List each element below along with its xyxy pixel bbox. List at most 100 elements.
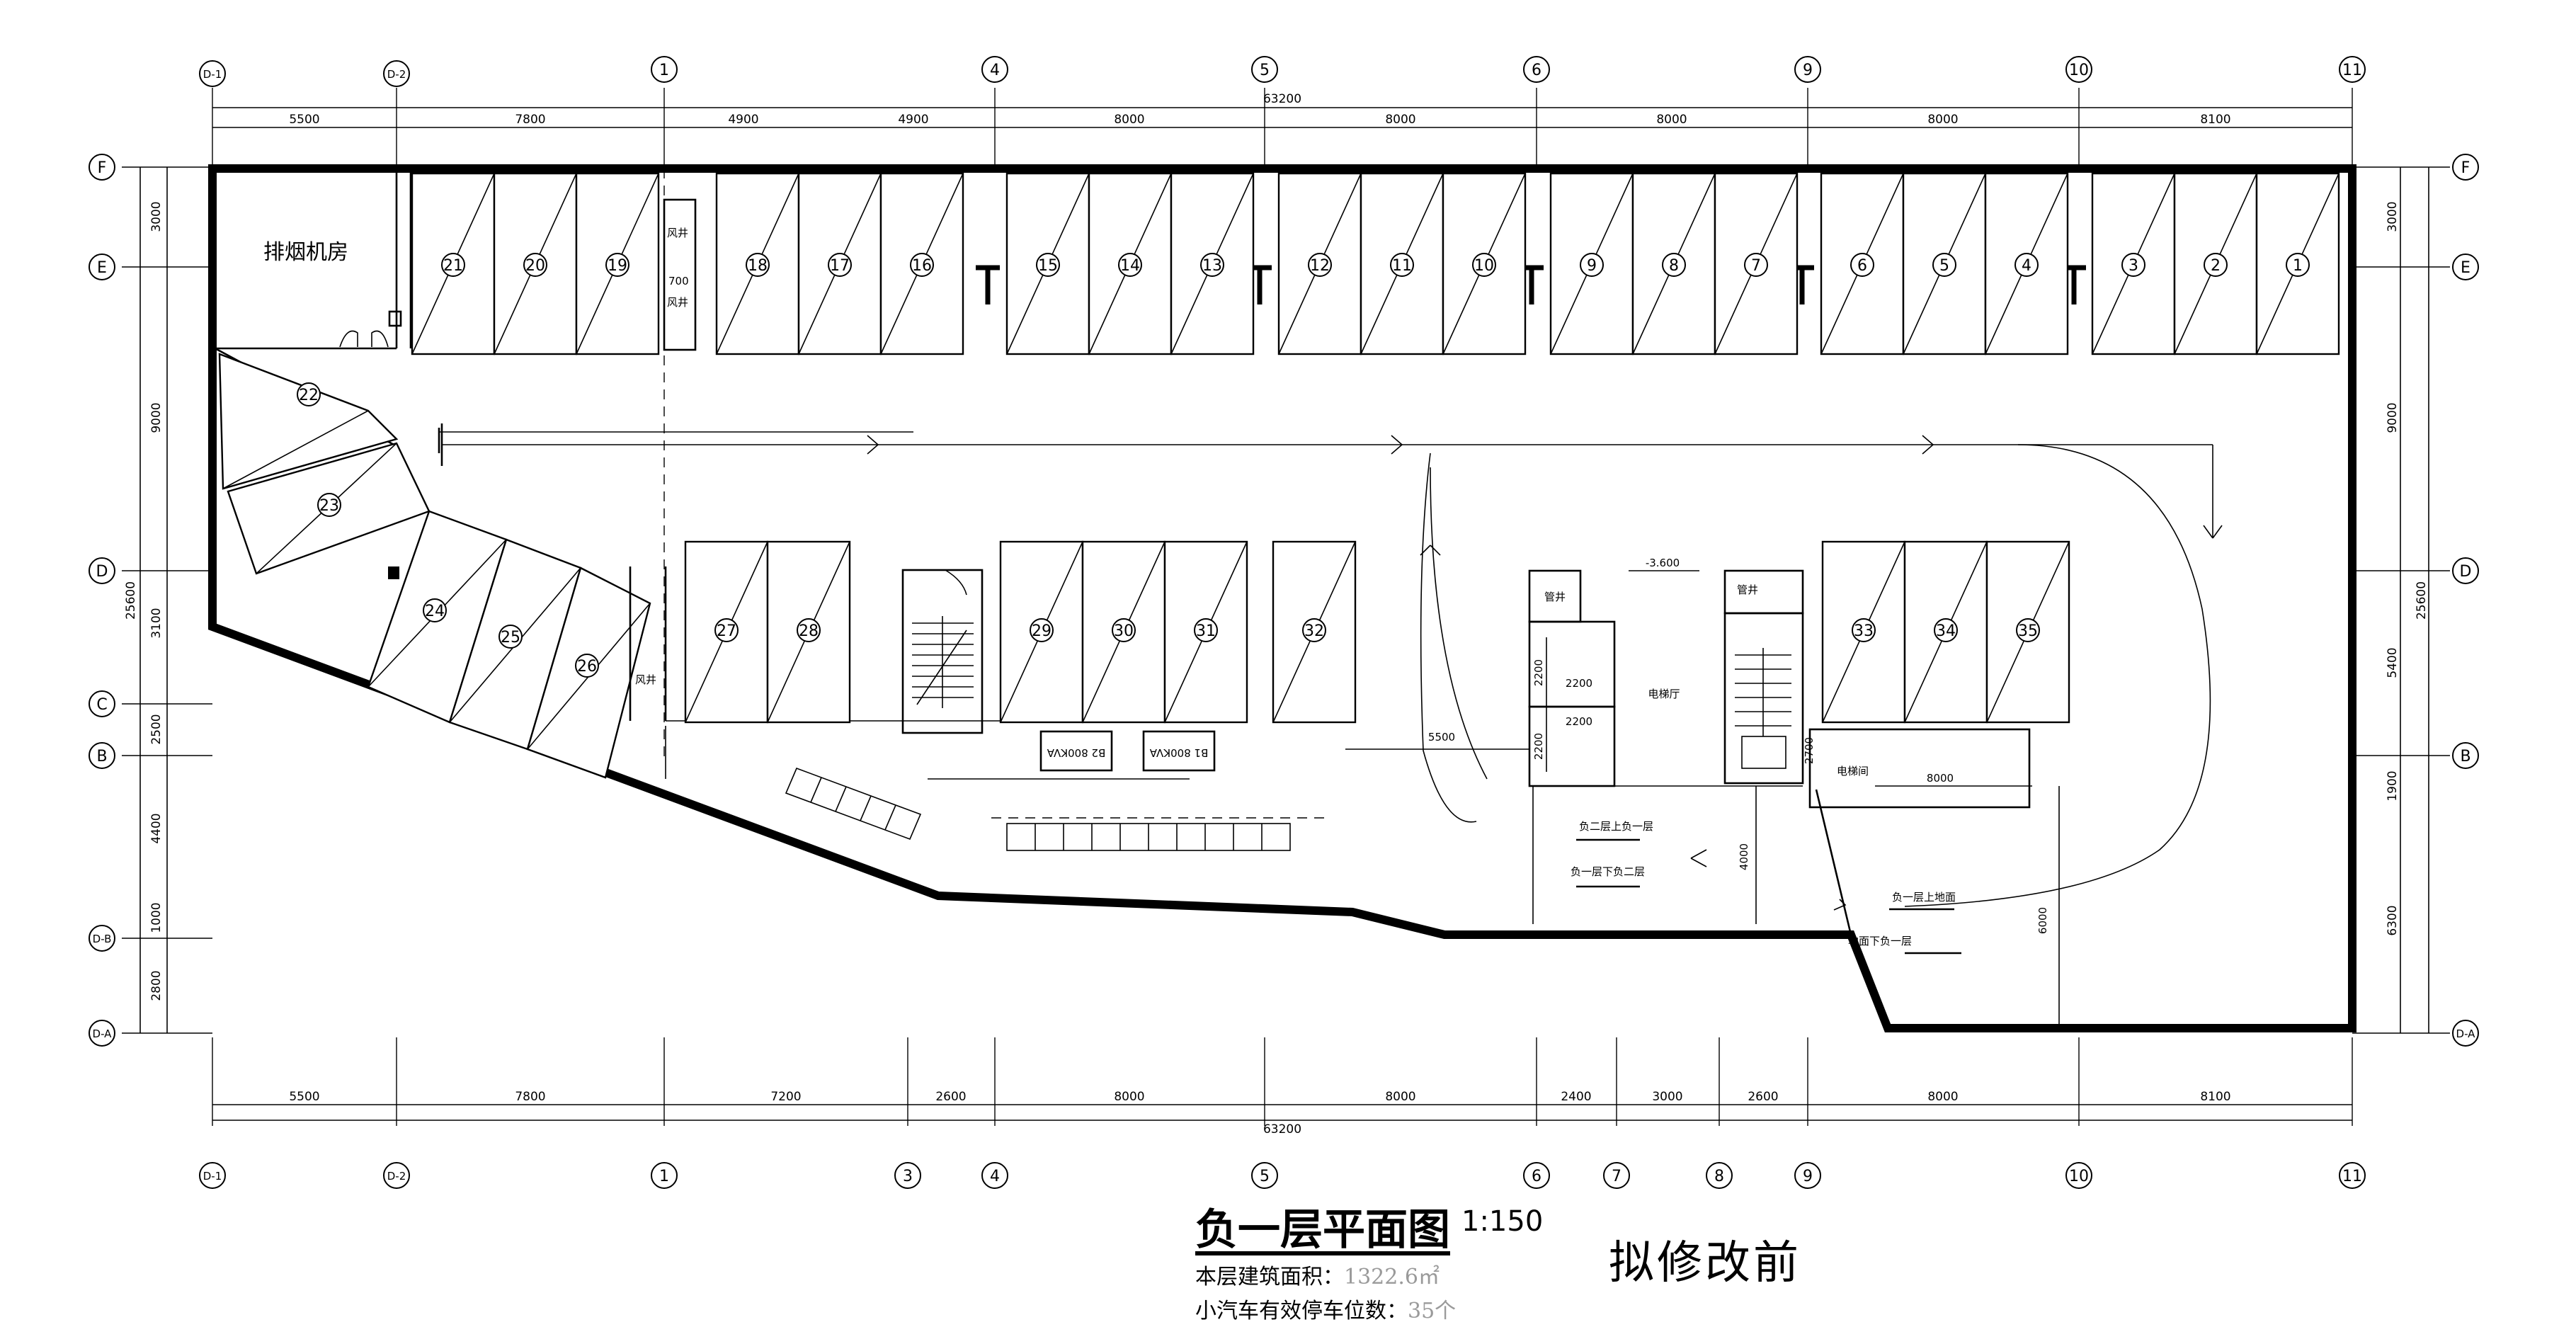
dim-right-seg: 5400 — [2386, 647, 2400, 678]
axis-label: 10 — [2069, 1168, 2089, 1185]
svg-text:8: 8 — [1669, 257, 1679, 275]
dim-right-seg: 3000 — [2386, 201, 2400, 232]
axis-label: 1 — [659, 62, 669, 79]
svg-text:19: 19 — [608, 257, 627, 275]
parking-space: 23 — [227, 442, 431, 575]
dim-right-seg: 6300 — [2386, 905, 2400, 935]
axis-label: E — [2461, 259, 2470, 277]
parking-row-right: 33 34 35 — [1821, 540, 2070, 724]
svg-text:6: 6 — [1857, 257, 1867, 275]
dim-left-total: 25600 — [124, 581, 138, 620]
parking-space: 6 — [1820, 172, 1905, 355]
parking-space: 17 — [797, 172, 882, 355]
status-note: 拟修改前 — [1609, 1237, 1801, 1289]
dim-label: 4000 — [1738, 843, 1750, 870]
parking-value: 35个 — [1408, 1299, 1457, 1323]
elevator-core: 管井 2200 2200 2200 2200 -3.600 电梯厅 管井 — [1528, 557, 1804, 787]
parking-info: 小汽车有效停车位数：35个 — [1195, 1293, 1456, 1324]
drawing-scale: 1:150 — [1461, 1205, 1544, 1238]
dim-left-seg: 4400 — [149, 813, 164, 843]
left-dimension-chain: 25600 3000 9000 3100 2500 4400 1000 2800 — [124, 167, 168, 1033]
svg-text:14: 14 — [1120, 257, 1140, 275]
dim-bottom-seg: 3000 — [1652, 1090, 1682, 1104]
axis-bubbles-right: F E D B D-A — [2452, 154, 2479, 1047]
elevator-hall-label: 电梯厅 — [1648, 688, 1680, 700]
fan-shaft-middle: 风井 — [629, 566, 667, 721]
parking-space: 15 — [1005, 172, 1090, 355]
dim-bottom-seg: 7800 — [515, 1090, 545, 1104]
axis-label: 4 — [990, 62, 1000, 79]
svg-text:2: 2 — [2211, 257, 2221, 275]
parking-space: 20 — [493, 172, 578, 355]
dim-top-seg: 4900 — [728, 113, 758, 127]
svg-text:1: 1 — [2293, 257, 2303, 275]
axis-label: 5 — [1260, 1168, 1270, 1185]
parking-space: 28 — [766, 540, 851, 724]
equipment-room: 电梯间 2700 8000 — [1803, 728, 2032, 809]
axis-label: D-2 — [387, 68, 406, 81]
parking-space: 32 — [1272, 540, 1357, 724]
svg-text:5: 5 — [1939, 257, 1949, 275]
axis-label: E — [97, 259, 107, 277]
dim-top-seg: 8000 — [1385, 113, 1415, 127]
axis-label: 4 — [990, 1168, 1000, 1185]
dim-left-seg: 2800 — [149, 970, 164, 1001]
dim-bottom-seg: 8000 — [1385, 1090, 1415, 1104]
cabinet-row-angled — [785, 767, 922, 841]
transformer-label: B1 800KVA — [1149, 746, 1208, 759]
parking-space: 3 — [2091, 172, 2176, 355]
parking-space: 11 — [1360, 172, 1444, 355]
ramp-label: 地面下负一层 — [1848, 935, 1912, 947]
dim-top-seg: 5500 — [289, 113, 319, 127]
ramp-label: 负一层上地面 — [1892, 891, 1956, 904]
axis-label: 10 — [2069, 62, 2089, 79]
axis-label: D — [96, 563, 108, 581]
dim-bottom-total: 63200 — [1263, 1122, 1301, 1137]
dim-bottom-seg: 8000 — [1927, 1090, 1958, 1104]
parking-space: 12 — [1277, 172, 1362, 355]
svg-text:27: 27 — [717, 622, 736, 640]
svg-text:20: 20 — [525, 257, 545, 275]
ramp-label: 负一层下负二层 — [1571, 865, 1645, 878]
transformer-label: B2 800KVA — [1047, 746, 1105, 759]
parking-space: 14 — [1088, 172, 1173, 355]
dim-bottom-seg: 2600 — [935, 1090, 966, 1104]
svg-text:21: 21 — [443, 257, 463, 275]
dim-bottom-seg: 5500 — [289, 1090, 319, 1104]
axis-label: D-A — [93, 1027, 113, 1040]
dim-top-seg: 7800 — [515, 113, 545, 127]
shaft-label: 管井 — [1737, 583, 1758, 596]
axis-label: D-B — [93, 933, 112, 945]
fan-shaft-top: 风井 700 风井 — [663, 198, 697, 351]
parking-space: 30 — [1081, 540, 1166, 724]
dim-bottom-seg: 8000 — [1114, 1090, 1144, 1104]
parking-space: 19 — [575, 172, 660, 355]
axis-label: 11 — [2342, 62, 2362, 79]
svg-text:30: 30 — [1114, 622, 1134, 640]
svg-text:23: 23 — [319, 497, 339, 515]
svg-text:24: 24 — [425, 603, 445, 620]
dim-left-seg: 1000 — [149, 902, 164, 933]
svg-text:29: 29 — [1032, 622, 1052, 640]
axis-label: B — [2460, 748, 2470, 765]
area-value: 1322.6㎡ — [1344, 1265, 1440, 1289]
axis-label: 11 — [2342, 1168, 2362, 1185]
axis-label: C — [96, 696, 107, 714]
parking-row-middle: 27 28 29 30 31 32 — [684, 540, 1357, 724]
shaft-dim-label: 700 — [668, 275, 689, 287]
svg-text:35: 35 — [2018, 622, 2038, 640]
svg-text:17: 17 — [830, 257, 850, 275]
cabinet-row — [1006, 823, 1291, 851]
svg-text:3: 3 — [2128, 257, 2138, 275]
dim-left-seg: 3000 — [149, 201, 164, 232]
axis-label: D-1 — [203, 68, 222, 81]
svg-text:22: 22 — [299, 387, 319, 404]
svg-text:16: 16 — [912, 257, 932, 275]
dim-right-total: 25600 — [2415, 581, 2429, 620]
svg-text:31: 31 — [1196, 622, 1216, 640]
room-dim: 2200 — [1532, 733, 1545, 760]
fan-room-label: 风井 — [667, 227, 688, 239]
axis-bubbles-left: F E D C B D-B D-A — [89, 154, 115, 1047]
axis-label: 3 — [903, 1168, 913, 1185]
